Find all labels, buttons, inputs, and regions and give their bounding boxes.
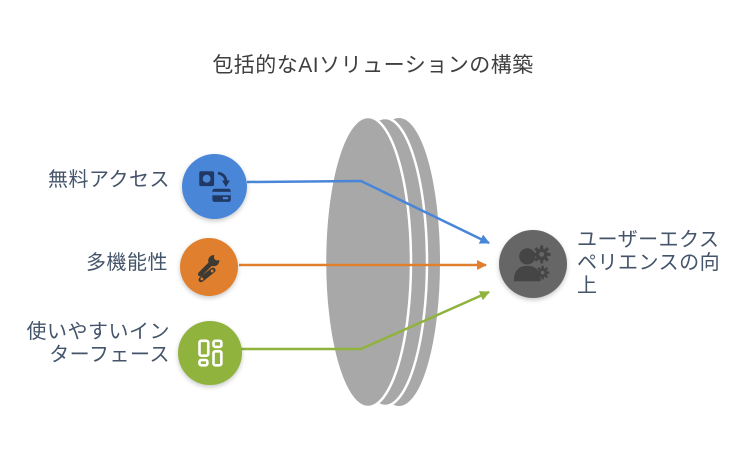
label-line: ペリエンスの向 bbox=[577, 252, 721, 274]
user-gears-icon bbox=[513, 245, 551, 282]
node-easy-interface bbox=[178, 321, 242, 385]
label-line: ユーザーエクス bbox=[577, 229, 720, 251]
node-multi-functionality bbox=[180, 238, 238, 296]
tools-icon bbox=[197, 253, 221, 283]
arrow-easy-interface bbox=[241, 290, 490, 351]
arrow-free-access bbox=[246, 179, 490, 245]
lens-disc-shape bbox=[323, 115, 440, 409]
label-free-access: 無料アクセス bbox=[0, 169, 170, 192]
label-line: 多機能性 bbox=[86, 252, 168, 274]
label-user-experience: ユーザーエクス ペリエンスの向 上 bbox=[577, 229, 742, 298]
label-line: ターフェース bbox=[49, 344, 170, 366]
diagram-title: 包括的なAIソリューションの構築 bbox=[212, 54, 534, 77]
label-multi-functionality: 多機能性 bbox=[0, 252, 168, 275]
node-user-experience bbox=[499, 230, 567, 298]
label-easy-interface: 使いやすいイン ターフェース bbox=[0, 321, 170, 367]
money-transfer-icon bbox=[198, 170, 231, 202]
label-line: 使いやすいイン bbox=[26, 321, 170, 343]
node-free-access bbox=[182, 154, 247, 219]
label-line: 無料アクセス bbox=[48, 169, 170, 191]
label-line: 上 bbox=[577, 275, 598, 297]
layout-grid-icon bbox=[198, 339, 223, 367]
